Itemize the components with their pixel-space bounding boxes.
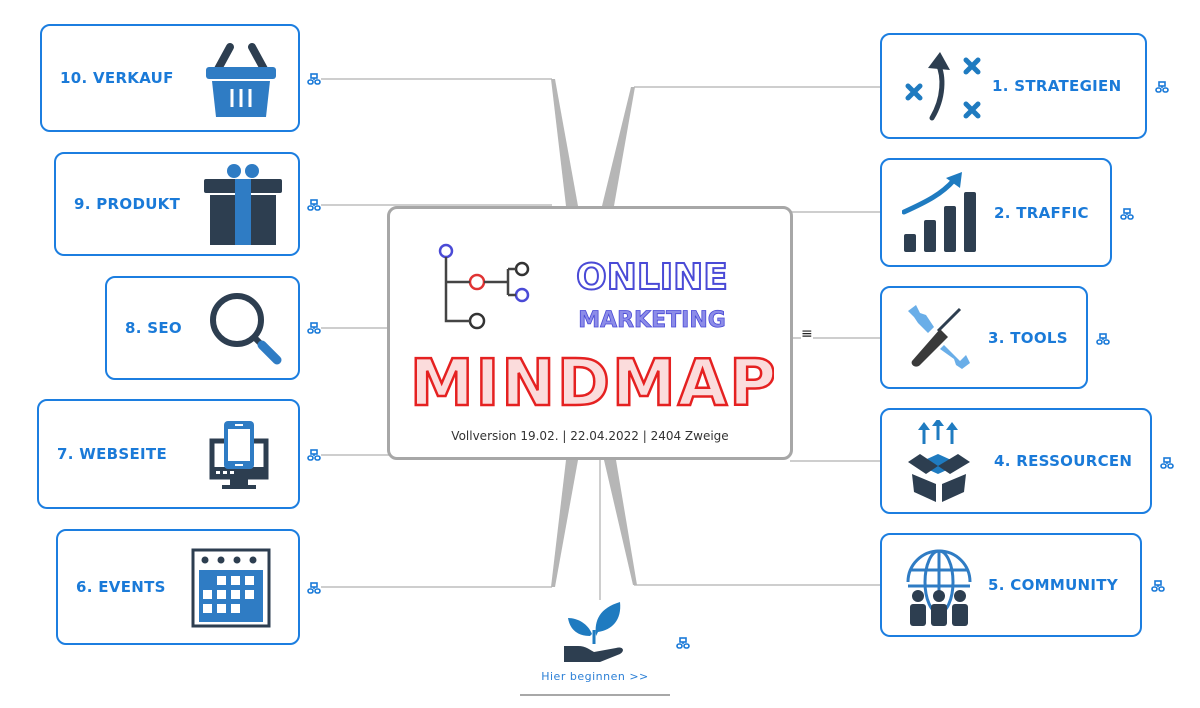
branch-community[interactable]: 5. COMMUNITY xyxy=(880,533,1142,637)
svg-text:MARKETING: MARKETING xyxy=(578,308,726,333)
branch-verkauf[interactable]: 10. VERKAUF xyxy=(40,24,300,132)
tree-diagram-icon xyxy=(438,243,530,330)
branch-label: 5. COMMUNITY xyxy=(988,576,1118,594)
svg-text:ONLINE: ONLINE xyxy=(576,257,728,298)
growth-chart-icon xyxy=(902,171,976,252)
linked-topic-icon[interactable] xyxy=(1120,208,1134,220)
tools-icon xyxy=(908,304,970,369)
start-label[interactable]: Hier beginnen >> xyxy=(541,670,649,683)
branch-seo[interactable]: 8. SEO xyxy=(105,276,300,380)
branch-label: 7. WEBSEITE xyxy=(57,445,167,463)
central-topic[interactable]: ONLINE MARKETING MINDMAP Vollversion 19.… xyxy=(387,206,793,460)
linked-topic-icon[interactable] xyxy=(307,199,321,211)
branch-events[interactable]: 6. EVENTS xyxy=(56,529,300,645)
linked-topic-icon[interactable] xyxy=(307,322,321,334)
start-underline xyxy=(520,694,670,696)
branch-produkt[interactable]: 9. PRODUKT xyxy=(54,152,300,256)
branch-label: 10. VERKAUF xyxy=(60,69,174,87)
community-globe-icon xyxy=(906,549,972,626)
mindmap-logo: ONLINE MARKETING MINDMAP xyxy=(414,243,774,422)
linked-topic-icon[interactable] xyxy=(1096,333,1110,345)
magnifier-icon xyxy=(210,293,282,365)
gift-icon xyxy=(204,164,282,245)
linked-topic-icon[interactable] xyxy=(1160,457,1174,469)
notes-menu-icon[interactable]: ≡ xyxy=(801,326,813,342)
linked-topic-icon[interactable] xyxy=(307,449,321,461)
branch-traffic[interactable]: 2. TRAFFIC xyxy=(880,158,1112,267)
linked-topic-icon[interactable] xyxy=(307,582,321,594)
branch-webseite[interactable]: 7. WEBSEITE xyxy=(37,399,300,509)
branch-strategien[interactable]: 1. STRATEGIEN xyxy=(880,33,1147,139)
branch-label: 8. SEO xyxy=(125,319,182,337)
branch-label: 1. STRATEGIEN xyxy=(992,77,1122,95)
branch-label: 4. RESSOURCEN xyxy=(994,452,1133,470)
basket-icon xyxy=(206,43,276,117)
calendar-icon xyxy=(191,548,271,628)
branch-ressourcen[interactable]: 4. RESSOURCEN xyxy=(880,408,1152,514)
strategy-icon xyxy=(905,52,981,121)
branch-label: 9. PRODUKT xyxy=(74,195,181,213)
branch-label: 6. EVENTS xyxy=(76,578,166,596)
linked-topic-icon[interactable] xyxy=(1151,580,1165,592)
version-info: Vollversion 19.02. | 22.04.2022 | 2404 Z… xyxy=(451,429,729,443)
start-topic[interactable]: Hier beginnen >> xyxy=(520,598,670,698)
devices-icon xyxy=(209,421,269,489)
linked-topic-icon[interactable] xyxy=(676,637,690,649)
branch-label: 2. TRAFFIC xyxy=(994,203,1089,222)
linked-topic-icon[interactable] xyxy=(1155,81,1169,93)
svg-text:MINDMAP: MINDMAP xyxy=(414,347,774,421)
branch-tools[interactable]: 3. TOOLS xyxy=(880,286,1088,389)
open-box-icon xyxy=(908,420,970,502)
linked-topic-icon[interactable] xyxy=(307,73,321,85)
plant-in-hand-icon xyxy=(564,602,623,662)
branch-label: 3. TOOLS xyxy=(988,328,1068,347)
